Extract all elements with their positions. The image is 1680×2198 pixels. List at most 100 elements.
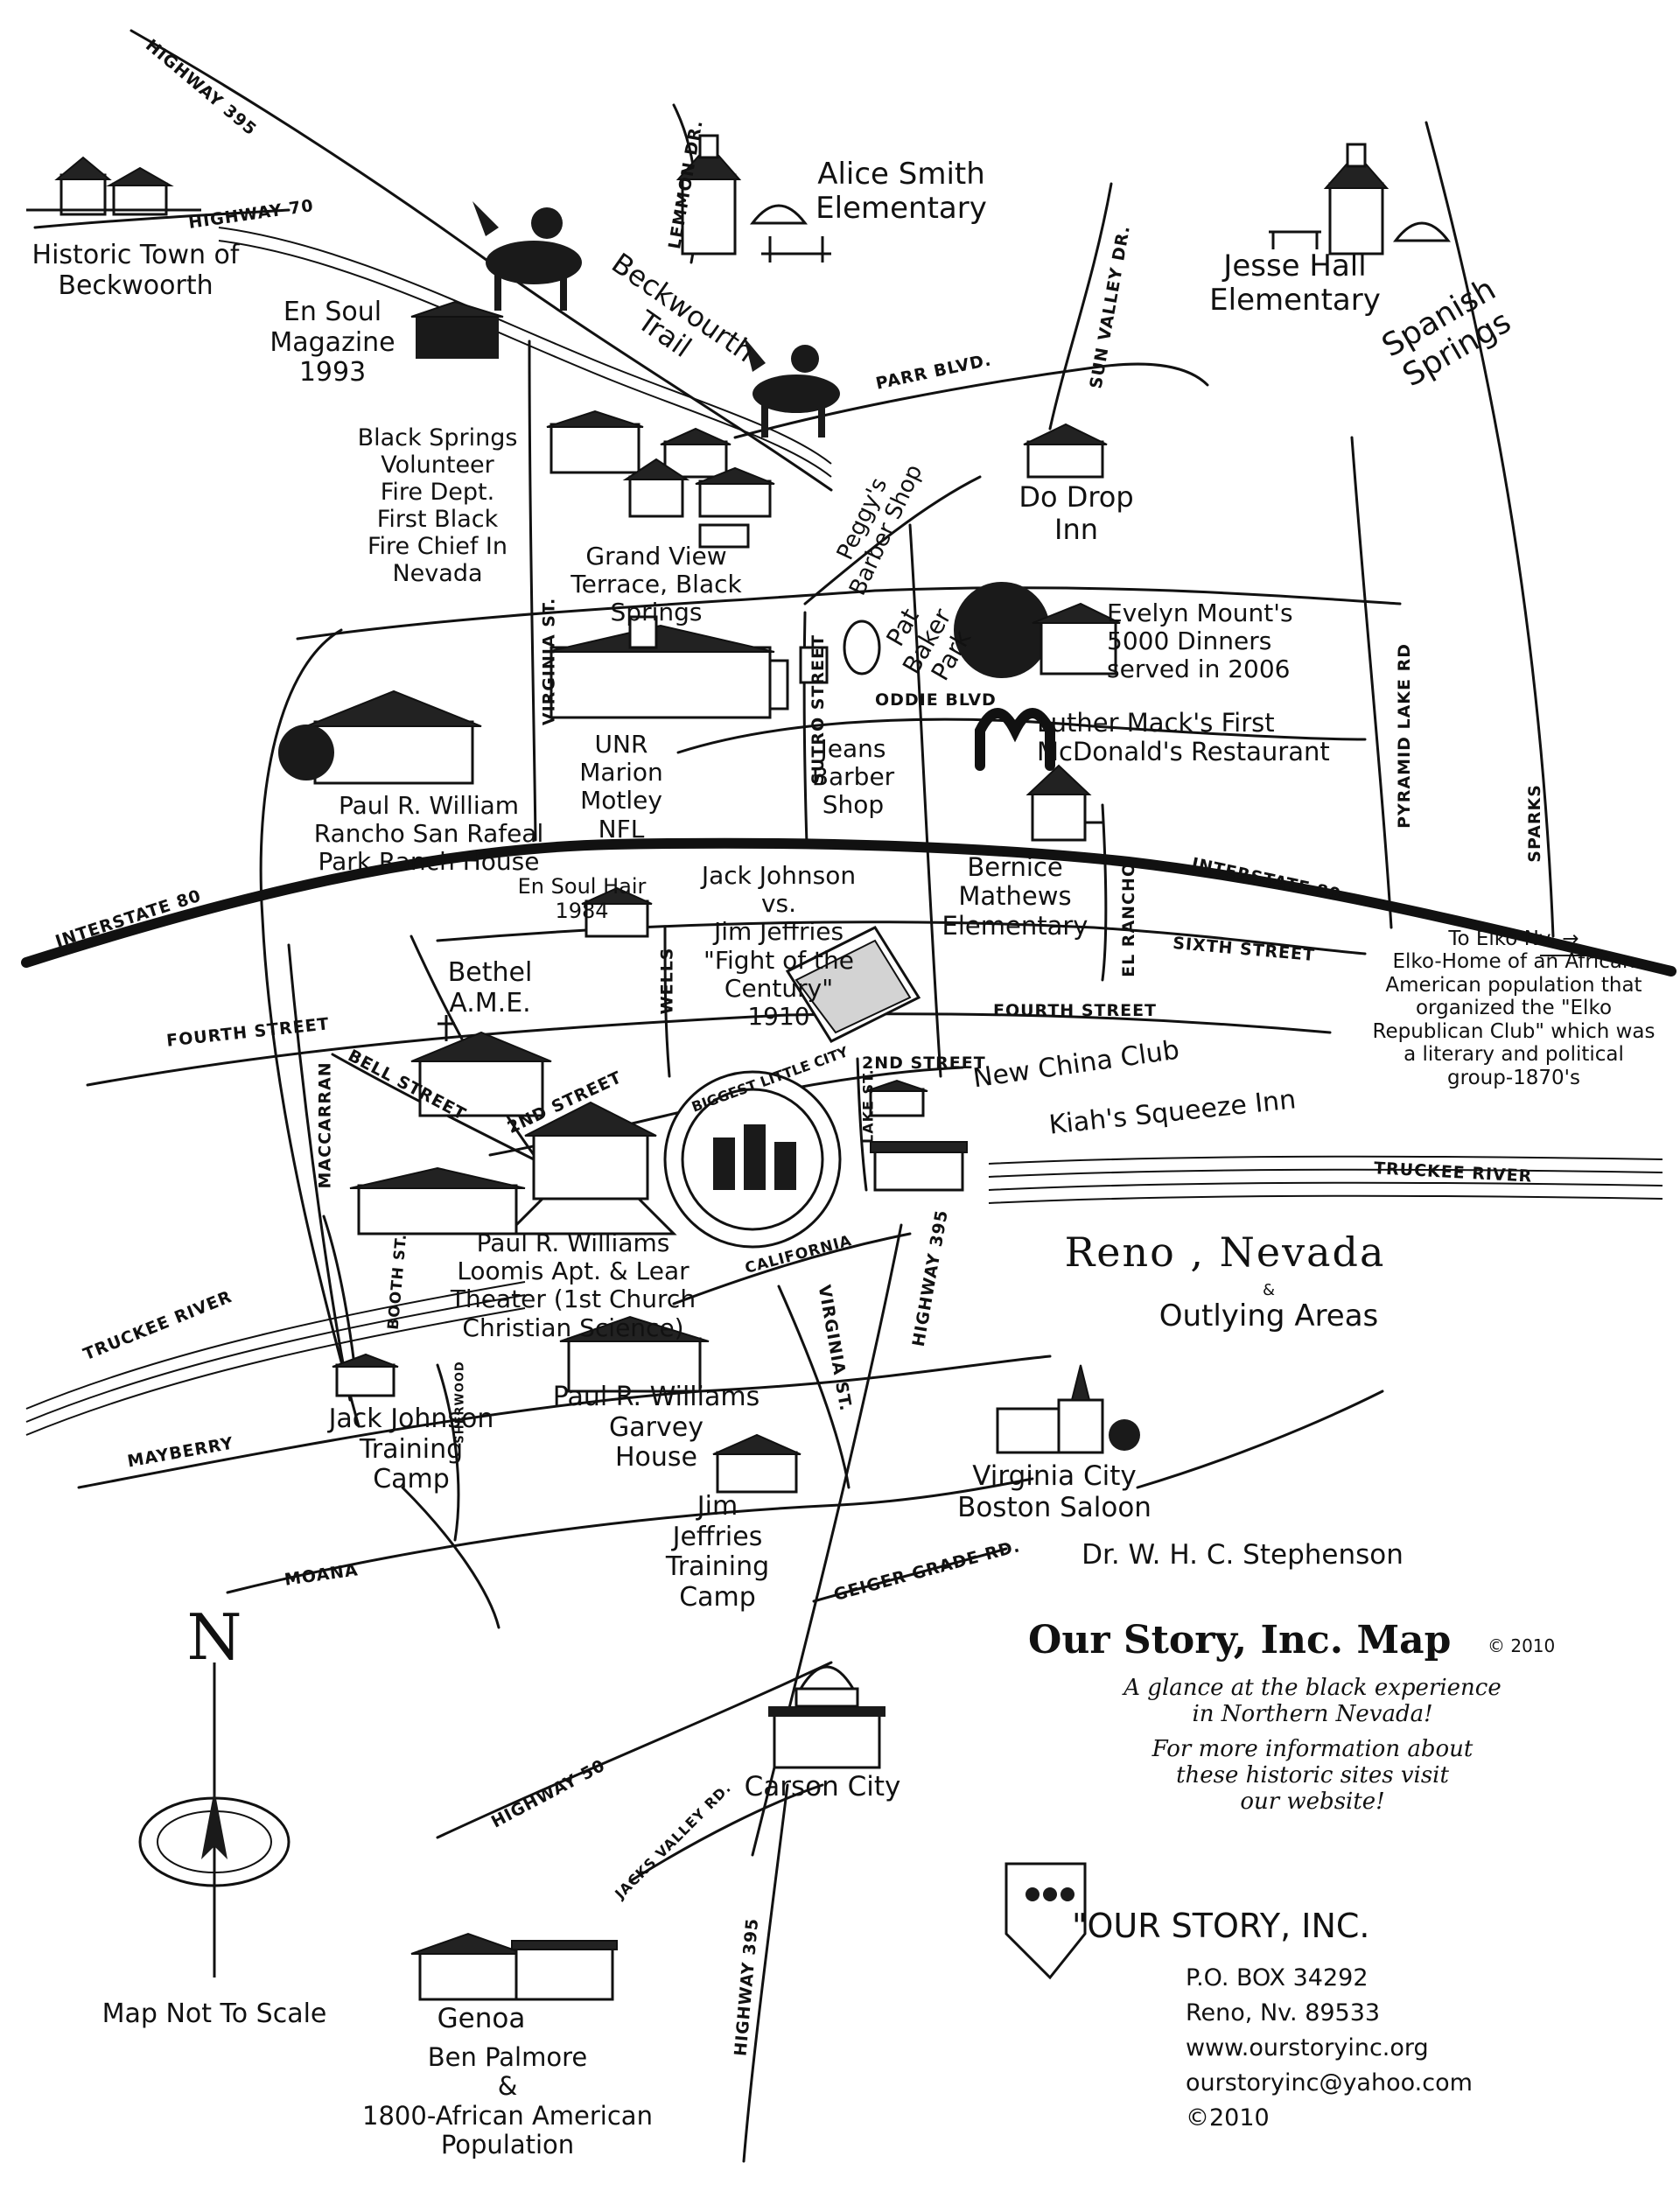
label-grand-view: Grand View Terrace, Black Springs (570, 542, 742, 627)
map-subtitle-outlying: Outlying Areas (1158, 1298, 1379, 1334)
jacks-valley (628, 1783, 824, 1883)
sherwood (436, 1363, 460, 1542)
pyramid-lake-rd (1350, 436, 1393, 929)
street-sparks: SPARKS (1524, 784, 1544, 863)
new-china-club-building (865, 1079, 928, 1117)
contact-po-box: P.O. BOX 34292 (1186, 1964, 1368, 1992)
jim-jeffries-camp-building (712, 1433, 802, 1494)
mule-rider-sketch-2 (744, 337, 840, 438)
jack-johnson-camp-building (332, 1353, 399, 1397)
bernice-mathews-school (1026, 764, 1102, 842)
geiger-grade (812, 1547, 1008, 1603)
label-beckwourth: Historic Town of Beckwoorth (32, 240, 240, 301)
interstate-80 (21, 837, 1676, 976)
vc-road (1136, 1390, 1384, 1489)
label-genoa: Genoa (437, 2003, 526, 2034)
label-fight-of-century: Jack Johnson vs. Jim Jeffries "Fight of … (701, 861, 857, 1031)
label-bethel-ame: Bethel A.M.E. (447, 957, 533, 1018)
maccarran (287, 943, 352, 1402)
fight-ring (785, 926, 921, 1043)
nevada-outline-logo (1004, 1862, 1087, 1980)
lake-street (856, 1057, 868, 1192)
street-fourth-east: FOURTH STREET (993, 1001, 1158, 1020)
virginia-south (777, 1284, 850, 1489)
label-evelyn-mount: Evelyn Mount's 5000 Dinners served in 20… (1107, 598, 1293, 684)
kiahs-squeeze-inn-building (870, 1141, 968, 1192)
street-lake: LAKE ST. (859, 1068, 877, 1144)
legend-tagline: A glance at the black experience in Nort… (1124, 1675, 1502, 1727)
street-pyramid-lake: PYRAMID LAKE RD (1395, 642, 1415, 829)
legend-copyright: © 2010 (1488, 1635, 1556, 1656)
sun-valley-drive (1048, 182, 1113, 430)
label-luther-mack: Luther Mack's First McDonald's Restauran… (1037, 708, 1330, 767)
black-springs-buildings (546, 410, 775, 549)
beckwourth-trail (218, 227, 832, 478)
mcdonalds-arches (975, 708, 1055, 771)
highway-70 (33, 208, 290, 229)
jesse-hall-school (1269, 143, 1452, 256)
alice-smith-school (676, 134, 831, 262)
northern-connector (803, 475, 982, 606)
label-do-drop-inn: Do Drop Inn (1018, 480, 1134, 546)
street-2nd-east: 2ND STREET (862, 1054, 986, 1073)
label-jesse-hall: Jesse Hall Elementary (1209, 248, 1381, 318)
garvey-connector (401, 1486, 500, 1629)
label-jim-jeffries-camp: Jim Jeffries Training Camp (665, 1491, 770, 1613)
label-garvey-house: Paul R. Williams Garvey House (552, 1382, 760, 1473)
label-virginia-city: Virginia City Boston Saloon (957, 1460, 1152, 1523)
label-alice-smith: Alice Smith Elementary (816, 157, 987, 227)
carson-city-capitol (768, 1665, 886, 1769)
do-drop-inn-building (1023, 423, 1108, 479)
virginia-st-north (528, 340, 537, 842)
legend-map-title: Our Story, Inc. Map (1028, 1618, 1452, 1662)
label-unr-motley: UNR Marion Motley NFL (579, 730, 663, 844)
evelyn-mount-house (954, 582, 1121, 678)
contact-website-link[interactable]: www.ourstoryinc.org (1186, 2034, 1429, 2062)
map-title-amp: & (1262, 1281, 1276, 1299)
parr-blvd (733, 362, 1209, 439)
genoa-buildings (410, 1932, 618, 2001)
sparks-road (1424, 121, 1555, 938)
pat-baker-park (799, 620, 881, 684)
street-wells: WELLS (657, 947, 677, 1015)
street-virginia-north: VIRGINIA ST. (539, 597, 559, 726)
virginia-mid (908, 523, 942, 1078)
ensoul-magazine-building (410, 300, 504, 359)
contact-email-link[interactable]: ourstoryinc@yahoo.com (1186, 2069, 1473, 2096)
compass-north-letter: N (186, 1600, 242, 1674)
street-oddie: ODDIE BLVD (875, 690, 997, 710)
street-sutro: SUTRO STREET (808, 634, 828, 785)
street-maccarran: MACCARRAN (315, 1061, 335, 1189)
truckee-river (25, 1155, 1663, 1436)
rancho-house (278, 690, 482, 785)
mule-rider-sketch-1 (472, 201, 582, 311)
garvey-house (559, 1315, 710, 1393)
ensoul-hair-building (581, 886, 653, 938)
first-church-building (504, 1101, 677, 1236)
virginia-city-saloon (996, 1364, 1140, 1454)
west-arc (259, 628, 360, 1428)
highway-50 (436, 1661, 833, 1839)
label-stephenson: Dr. W. H. C. Stephenson (1082, 1539, 1404, 1571)
california-ave (672, 1232, 912, 1306)
el-rancho (1101, 803, 1108, 982)
street-sherwood: SHERWOOD (453, 1361, 467, 1444)
sutro-street (802, 611, 808, 846)
oddie-street (296, 586, 1402, 640)
highway-395-south (742, 1783, 789, 2163)
label-jack-johnson-camp: Jack Johnson Training Camp (328, 1404, 494, 1494)
booth-street (322, 1214, 356, 1367)
label-black-springs-fire: Black Springs Volunteer Fire Dept. First… (357, 424, 518, 588)
label-elko: To Elko Nv. → Elko-Home of an African Am… (1372, 928, 1656, 1089)
contact-copyright: ©2010 (1186, 2104, 1270, 2132)
compass-rose (138, 1662, 290, 1978)
label-rancho: Paul R. William Rancho San Rafeal Park R… (313, 791, 544, 877)
street-el-rancho: EL RANCHO (1119, 861, 1139, 977)
label-carson-city: Carson City (744, 1771, 901, 1802)
label-ensoul-magazine: En Soul Magazine 1993 (270, 297, 396, 388)
oddie-blvd (676, 718, 1367, 754)
unr-building (546, 615, 789, 719)
contact-city: Reno, Nv. 89533 (1186, 1999, 1381, 2026)
wells-ave (663, 926, 671, 1078)
